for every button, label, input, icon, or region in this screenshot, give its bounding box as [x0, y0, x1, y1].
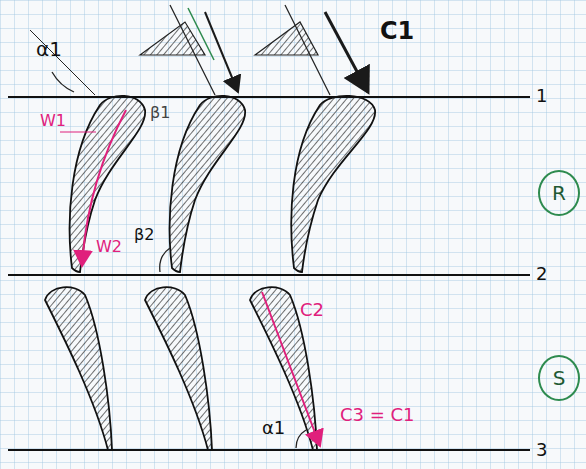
stage-circle: R	[538, 170, 580, 216]
symbol-label: W1	[40, 112, 66, 130]
stage-letter: S	[553, 366, 566, 390]
stage-circle: S	[538, 355, 580, 401]
symbol-label: C1	[380, 18, 414, 44]
symbol-label: 1	[536, 86, 547, 106]
symbol-label: α1	[262, 418, 285, 438]
symbol-label: 2	[536, 264, 547, 284]
symbol-label: C3 = C1	[340, 405, 415, 425]
symbol-label: 3	[536, 440, 547, 460]
symbol-label: β2	[134, 226, 154, 244]
symbol-label: α1	[36, 38, 62, 60]
symbol-label: β1	[150, 104, 170, 122]
stage-letter: R	[552, 181, 566, 205]
symbol-label: W2	[96, 238, 122, 256]
symbol-label: C2	[300, 300, 324, 320]
